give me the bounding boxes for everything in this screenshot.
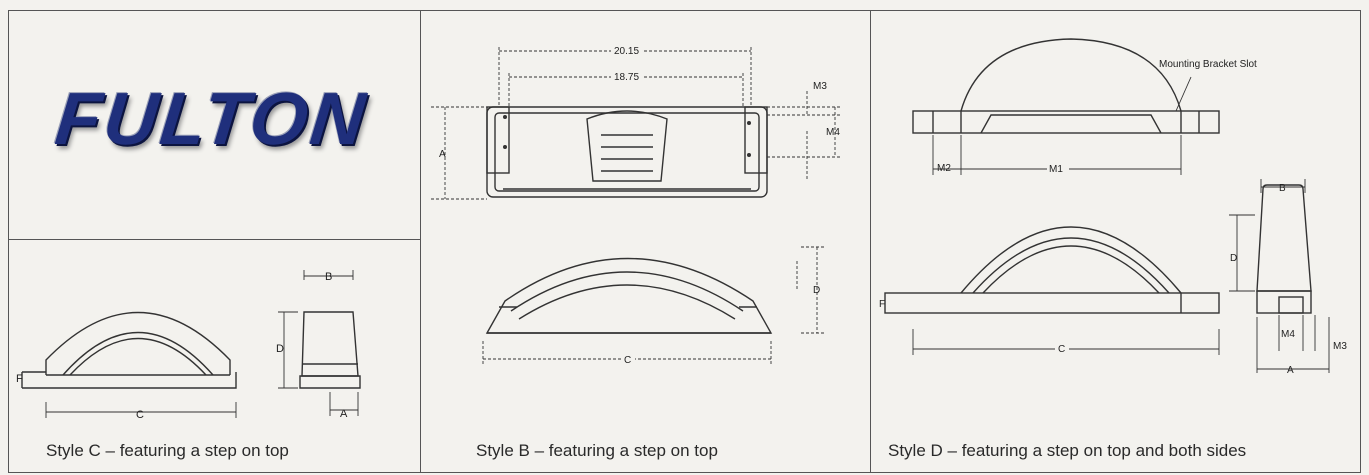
style-b-label-m4: M4 bbox=[826, 127, 840, 138]
divider-horizontal bbox=[8, 239, 420, 240]
divider-left bbox=[420, 10, 421, 473]
divider-right bbox=[870, 10, 871, 473]
style-d-label-b: B bbox=[1279, 183, 1286, 194]
style-c-label-b: B bbox=[325, 271, 332, 283]
style-d-label-m1: M1 bbox=[1049, 164, 1063, 175]
style-d-label-m3: M3 bbox=[1333, 341, 1347, 352]
style-c-label-f: F bbox=[16, 373, 23, 385]
style-b-diagram: 20.15 18.75 M3 M4 A D C bbox=[431, 43, 841, 366]
style-b-label-a: A bbox=[439, 149, 446, 160]
style-b-dim-inner: 18.75 bbox=[614, 72, 639, 83]
style-b-caption: Style B – featuring a step on top bbox=[476, 441, 718, 460]
style-d-label-m2: M2 bbox=[937, 163, 951, 174]
style-d-label-c: C bbox=[1058, 344, 1065, 355]
style-b-label-m3: M3 bbox=[813, 81, 827, 92]
style-c-label-a: A bbox=[340, 408, 348, 420]
outer-frame bbox=[8, 10, 1361, 473]
style-d-label-d: D bbox=[1230, 253, 1237, 264]
style-d-label-m4: M4 bbox=[1281, 329, 1295, 340]
style-d-caption: Style D – featuring a step on top and bo… bbox=[888, 441, 1247, 460]
style-b-label-d: D bbox=[813, 285, 820, 296]
style-b-label-c: C bbox=[624, 355, 631, 366]
style-c-caption: Style C – featuring a step on top bbox=[46, 441, 289, 460]
style-b-dim-outer: 20.15 bbox=[614, 46, 639, 57]
style-c-label-c: C bbox=[136, 409, 144, 421]
style-d-label-a: A bbox=[1287, 365, 1294, 376]
style-d-label-bracket: Mounting Bracket Slot bbox=[1159, 59, 1257, 70]
style-c-label-d: D bbox=[276, 343, 284, 355]
style-d-diagram: Mounting Bracket Slot M2 M1 F C B D M4 M… bbox=[879, 38, 1347, 376]
style-d-label-f: F bbox=[879, 299, 885, 310]
style-c-diagram: F C B D A bbox=[16, 270, 361, 421]
fulton-logo: FULTON bbox=[51, 77, 372, 160]
